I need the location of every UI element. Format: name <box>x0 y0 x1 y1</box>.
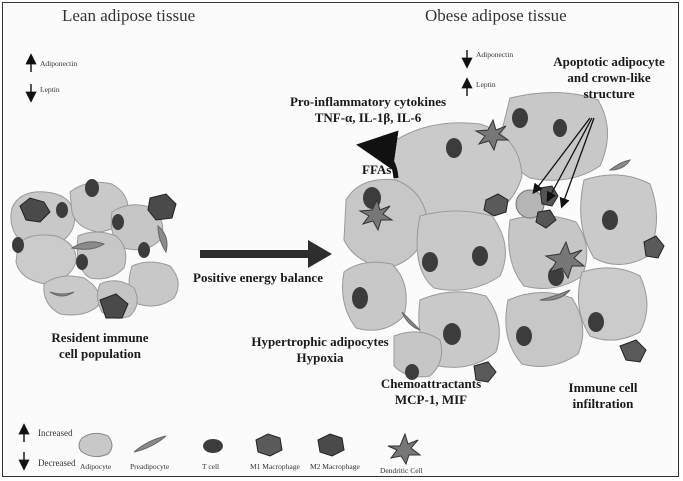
resident-label-line: Resident immune <box>51 330 149 345</box>
legend-item-adipocyte: Adipocyte <box>80 462 112 471</box>
cytokines-label-line: TNF-α, IL-1β, IL-6 <box>314 110 422 125</box>
legend-preadipocyte-swatch <box>133 435 167 453</box>
legend-t-cell-swatch <box>203 439 223 453</box>
t-cell <box>602 210 618 230</box>
resident-label: Resident immune cell population <box>30 330 170 362</box>
obese-leptin-label: Leptin <box>476 80 496 89</box>
t-cell <box>512 108 528 128</box>
lean-title: Lean adipose tissue <box>62 6 196 25</box>
legend-adipocyte-swatch <box>78 432 113 458</box>
legend-item-preadipocyte: Preadipocyte <box>130 462 170 471</box>
legend-increased-label: Increased <box>38 428 73 438</box>
obese-adiponectin-label: Adiponectin <box>476 50 514 59</box>
t-cell <box>85 179 99 197</box>
dendritic-cell <box>474 118 510 152</box>
obese-adipocyte <box>343 178 429 269</box>
obese-tissue-cluster <box>342 92 665 383</box>
preadipocyte <box>157 224 168 254</box>
hypertrophic-label: Hypertrophic adipocytes Hypoxia <box>236 334 404 366</box>
crown-pointer-arrow <box>532 117 591 195</box>
transition-arrow <box>200 240 332 268</box>
legend-item-t-cell: T cell <box>202 462 220 471</box>
t-cell <box>12 237 24 253</box>
t-cell <box>112 214 124 230</box>
m1-macrophage <box>643 235 665 259</box>
ffas-label: FFAs <box>362 162 392 177</box>
t-cell <box>446 138 462 158</box>
m1-macrophage <box>483 193 509 217</box>
crown-pointer-arrow <box>559 117 595 209</box>
m2-macrophage <box>19 197 51 223</box>
legend-item-m1-macrophage: M1 Macrophage <box>250 462 300 471</box>
obese-adipocyte <box>342 261 407 331</box>
m1-macrophage <box>619 339 647 363</box>
lean-adipocyte <box>43 275 100 316</box>
preadipocyte <box>539 289 571 301</box>
immune-infiltration-label: Immune cell infiltration <box>548 380 658 412</box>
ffas-arrow <box>356 130 399 179</box>
crown-macrophage <box>535 209 557 229</box>
hypertrophic-label-line: Hypertrophic adipocytes <box>251 334 389 349</box>
chemoattractants-label: Chemoattractants MCP-1, MIF <box>364 376 498 408</box>
t-cell <box>516 326 532 346</box>
immune-infiltration-label-line: infiltration <box>572 396 634 411</box>
t-cell <box>56 202 68 218</box>
preadipocyte <box>608 159 632 171</box>
t-cell <box>553 119 567 137</box>
hypertrophic-label-line: Hypoxia <box>296 350 344 365</box>
apoptotic-label-line: structure <box>583 86 635 101</box>
crown-pointer-arrow <box>546 117 593 203</box>
m2-macrophage <box>99 293 129 319</box>
dendritic-cell <box>358 198 394 232</box>
apoptotic-label: Apoptotic adipocyte and crown-like struc… <box>540 54 678 102</box>
m1-macrophage <box>473 361 497 383</box>
cytokines-label-line: Pro-inflammatory cytokines <box>289 94 447 109</box>
legend-dendritic-cell-swatch <box>387 432 422 466</box>
t-cell <box>422 252 438 272</box>
legend-m2-macrophage-swatch <box>317 433 345 457</box>
obese-adipocyte <box>577 267 648 341</box>
t-cell <box>352 287 368 309</box>
apoptotic-label-line: Apoptotic adipocyte <box>553 54 665 69</box>
t-cell <box>76 254 88 270</box>
obese-adipocyte <box>505 291 584 367</box>
preadipocyte <box>70 241 106 250</box>
immune-infiltration-label-line: Immune cell <box>568 380 638 395</box>
t-cell <box>138 242 150 258</box>
obese-adipocyte <box>416 210 506 291</box>
t-cell <box>472 246 488 266</box>
legend-item-m2-macrophage: M2 Macrophage <box>310 462 360 471</box>
apoptotic-label-line: and crown-like <box>567 70 651 85</box>
cytokines-label: Pro-inflammatory cytokines TNF-α, IL-1β,… <box>282 94 454 126</box>
legend-item-dendritic-cell: Dendritic Cell <box>380 466 423 475</box>
legend <box>18 423 422 471</box>
t-cell <box>588 312 604 332</box>
preadipocyte <box>49 291 75 297</box>
chemoattractants-label-line: MCP-1, MIF <box>394 392 468 407</box>
t-cell <box>443 323 461 345</box>
preadipocyte <box>401 311 421 331</box>
lean-adipocyte <box>15 234 77 285</box>
positive-energy-label: Positive energy balance <box>193 270 323 285</box>
legend-decreased-label: Decreased <box>38 458 76 468</box>
obese-title: Obese adipose tissue <box>425 6 567 25</box>
legend-m1-macrophage-swatch <box>255 433 283 457</box>
m2-macrophage <box>147 193 177 221</box>
dendritic-cell <box>544 240 586 280</box>
resident-label-line: cell population <box>59 346 141 361</box>
crown-macrophage <box>539 185 559 207</box>
lean-adiponectin-label: Adiponectin <box>40 59 78 68</box>
chemoattractants-label-line: Chemoattractants <box>380 376 482 391</box>
lean-tissue-cluster <box>10 179 179 319</box>
t-cell <box>405 364 419 380</box>
lean-leptin-label: Leptin <box>40 85 60 94</box>
